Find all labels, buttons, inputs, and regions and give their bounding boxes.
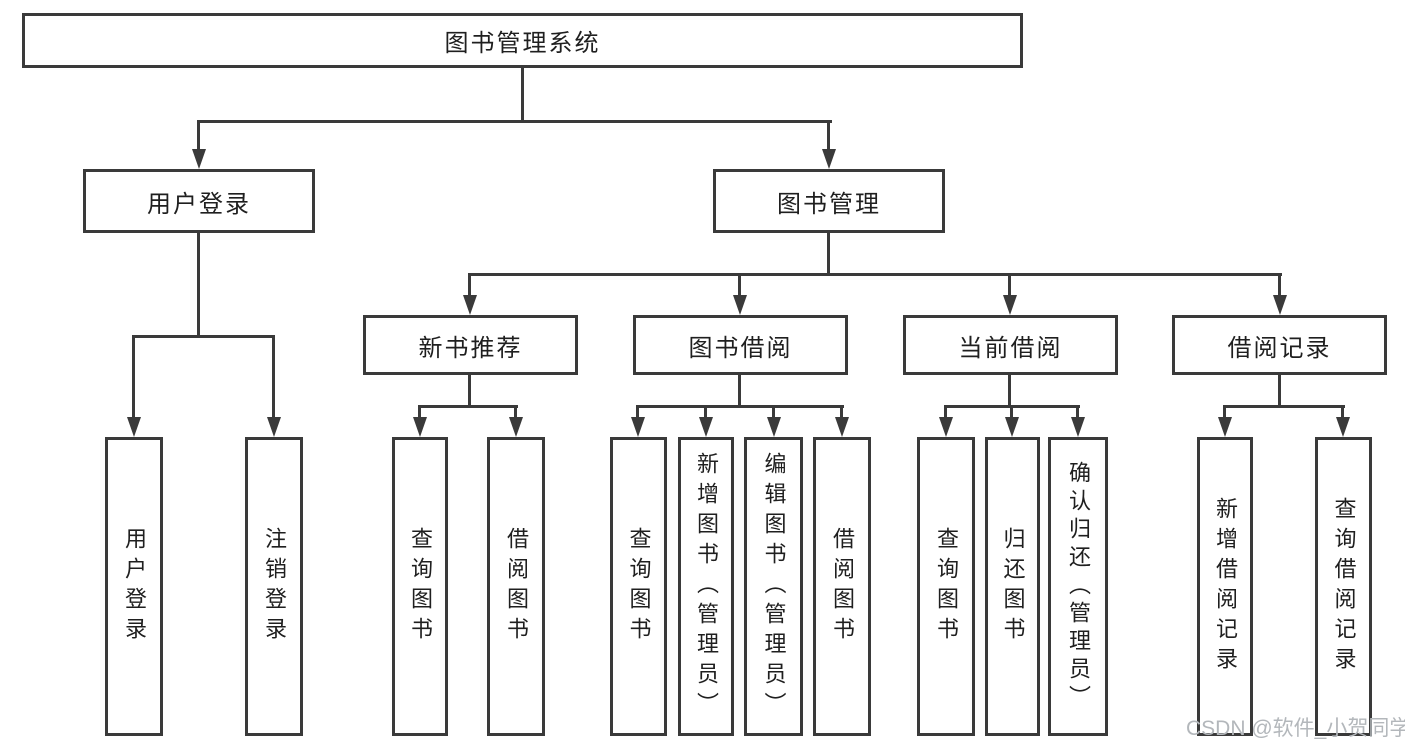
node-book-management: 图书管理 [713, 169, 945, 233]
connector-line [738, 375, 741, 408]
arrow-down-icon [1336, 417, 1350, 437]
connector-line [418, 405, 518, 408]
connector-line [1076, 405, 1079, 419]
leaf-add-books-admin: 新增图书（管理员） [678, 437, 734, 736]
connector-line [1223, 405, 1226, 419]
connector-line [468, 375, 471, 408]
connector-line [1010, 405, 1013, 419]
connector-line [514, 405, 517, 419]
connector-line [840, 405, 843, 419]
node-user-login: 用户登录 [83, 169, 315, 233]
node-label: 新书推荐 [418, 334, 523, 362]
arrow-down-icon [767, 417, 781, 437]
arrow-down-icon [835, 417, 849, 437]
node-label: 借阅图书 [504, 526, 529, 647]
node-label: 新增图书（管理员） [694, 451, 719, 722]
leaf-user-login: 用户登录 [105, 437, 163, 736]
arrow-down-icon [413, 417, 427, 437]
node-label: 当前借阅 [958, 334, 1063, 362]
leaf-add-borrow-record: 新增借阅记录 [1197, 437, 1253, 736]
leaf-logout: 注销登录 [245, 437, 303, 736]
connector-line [636, 405, 639, 419]
arrow-down-icon [1003, 295, 1017, 315]
arrow-down-icon [1005, 417, 1019, 437]
leaf-return-books: 归还图书 [985, 437, 1040, 736]
connector-line [944, 405, 947, 419]
node-label: 注销登录 [262, 526, 287, 647]
connector-line [827, 233, 830, 276]
arrow-down-icon [267, 417, 281, 437]
connector-line [132, 335, 135, 417]
arrow-down-icon [1071, 417, 1085, 437]
connector-line [197, 120, 200, 153]
node-label: 查询图书 [408, 526, 433, 647]
node-borrowing-records: 借阅记录 [1172, 315, 1387, 375]
connector-line [1223, 405, 1345, 408]
node-label: 编辑图书（管理员） [761, 451, 787, 722]
connector-line [636, 405, 844, 408]
connector-line [738, 273, 741, 295]
connector-line [1278, 273, 1281, 295]
node-label: 查询图书 [626, 526, 652, 647]
node-label: 用户登录 [122, 526, 147, 647]
node-label: 图书管理系统 [444, 30, 601, 57]
connector-line [704, 405, 707, 419]
arrow-down-icon [509, 417, 523, 437]
node-label: 归还图书 [1000, 526, 1026, 647]
connector-line [272, 335, 275, 417]
connector-line [197, 233, 200, 338]
csdn-watermark: CSDN @软件_小贺同学 [1186, 717, 1405, 740]
leaf-query-books-recommend: 查询图书 [392, 437, 448, 736]
connector-line [1008, 273, 1011, 295]
arrow-down-icon [733, 295, 747, 315]
leaf-edit-books-admin: 编辑图书（管理员） [744, 437, 803, 736]
arrow-down-icon [939, 417, 953, 437]
arrow-down-icon [192, 149, 206, 169]
connector-line [1341, 405, 1344, 419]
node-new-book-recommendation: 新书推荐 [363, 315, 578, 375]
node-label: 借阅图书 [830, 526, 855, 647]
node-label: 查询图书 [934, 526, 959, 647]
node-label: 借阅记录 [1227, 334, 1332, 362]
leaf-query-books-current: 查询图书 [917, 437, 975, 736]
arrow-down-icon [631, 417, 645, 437]
connector-line [1008, 375, 1011, 408]
leaf-query-borrow-record: 查询借阅记录 [1315, 437, 1372, 736]
connector-line [468, 273, 471, 295]
arrow-down-icon [1273, 295, 1287, 315]
node-label: 图书管理 [777, 190, 881, 218]
connector-line [827, 120, 830, 153]
leaf-query-books-borrowing: 查询图书 [610, 437, 667, 736]
connector-line [772, 405, 775, 419]
node-label: 查询借阅记录 [1331, 496, 1357, 677]
leaf-confirm-return-admin: 确认归还（管理员） [1048, 437, 1108, 736]
arrow-down-icon [1218, 417, 1232, 437]
node-label: 图书借阅 [688, 334, 793, 362]
connector-line [197, 120, 832, 123]
node-current-borrowing: 当前借阅 [903, 315, 1118, 375]
arrow-down-icon [127, 417, 141, 437]
connector-line [468, 273, 1282, 276]
leaf-borrow-books: 借阅图书 [813, 437, 871, 736]
node-label: 确认归还（管理员） [1066, 460, 1091, 713]
connector-line [521, 68, 524, 123]
arrow-down-icon [463, 295, 477, 315]
node-label: 新增借阅记录 [1213, 496, 1238, 677]
node-root-book-management-system: 图书管理系统 [22, 13, 1023, 68]
node-book-borrowing: 图书借阅 [633, 315, 848, 375]
arrow-down-icon [822, 149, 836, 169]
connector-line [132, 335, 275, 338]
leaf-borrow-books-recommend: 借阅图书 [487, 437, 545, 736]
connector-line [418, 405, 421, 419]
node-label: 用户登录 [147, 190, 251, 218]
connector-line [1278, 375, 1281, 408]
arrow-down-icon [699, 417, 713, 437]
